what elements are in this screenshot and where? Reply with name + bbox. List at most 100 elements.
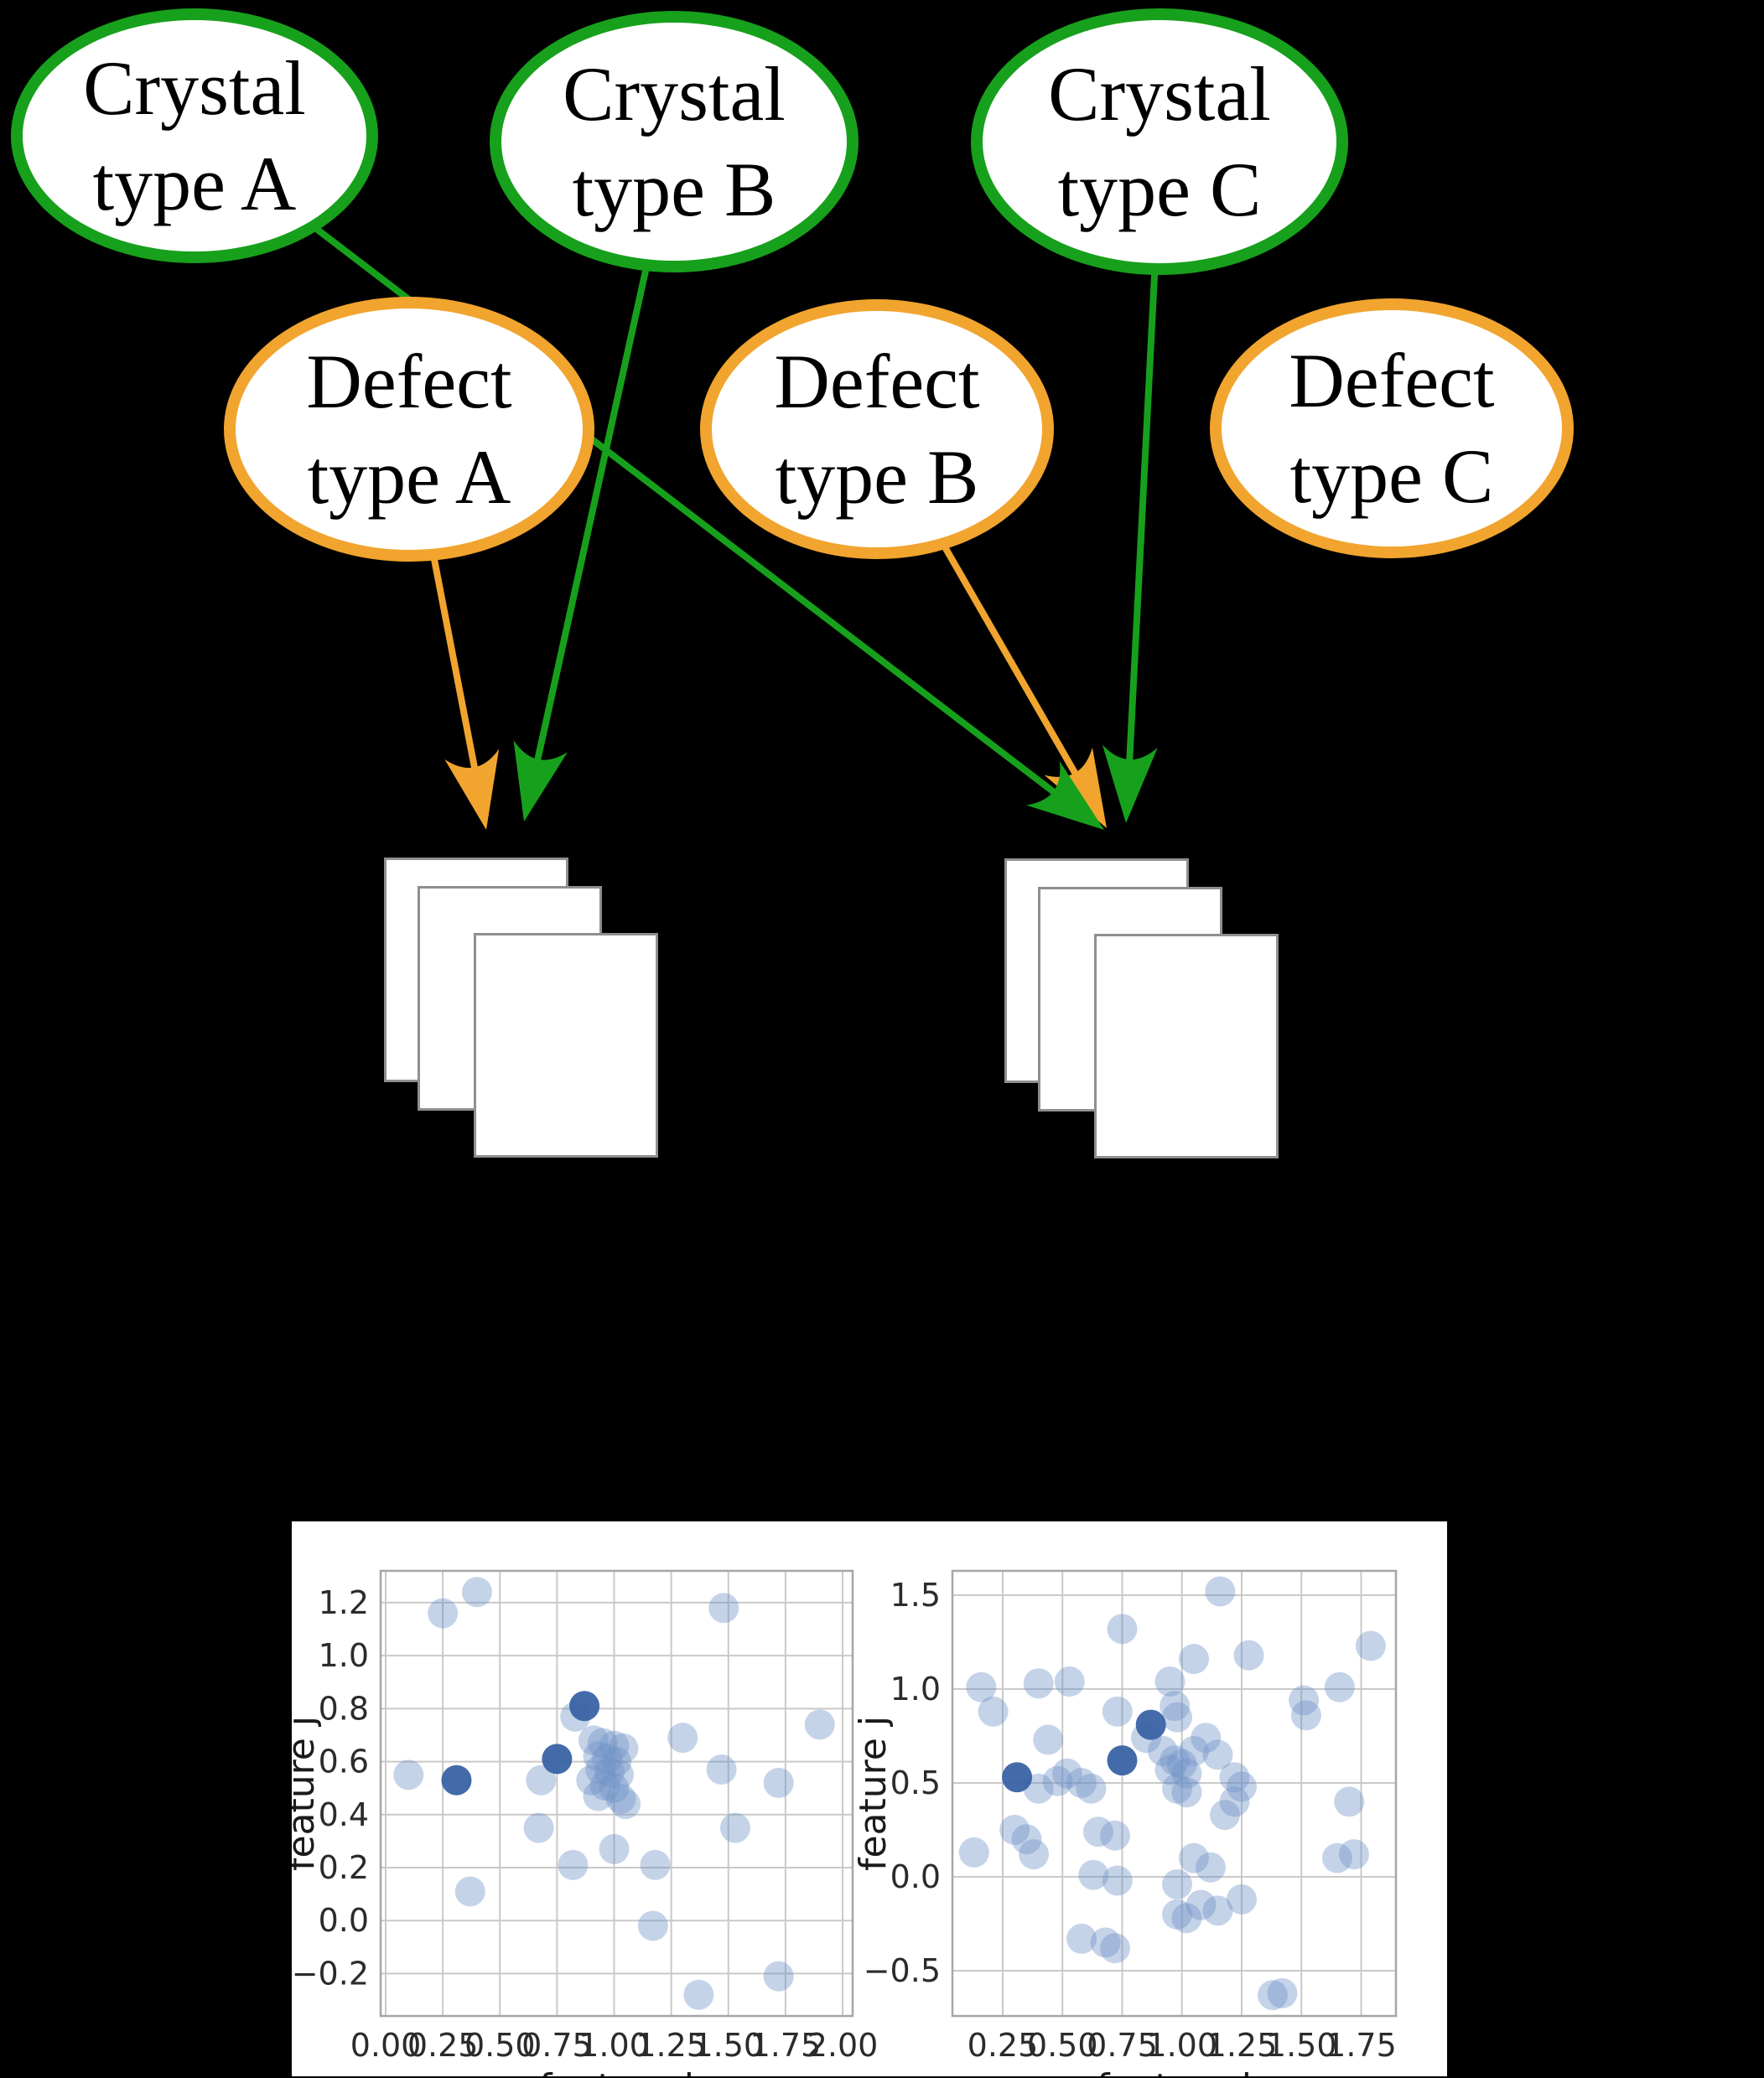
x-tick-label: 0.50 — [464, 2027, 536, 2064]
x-tick-label: 1.25 — [636, 2027, 707, 2064]
scatter-point-samples — [667, 1723, 698, 1754]
scatter-point-samples — [558, 1849, 589, 1880]
scatter-point-samples — [599, 1730, 630, 1761]
x-tick-label: 0.25 — [407, 2027, 479, 2064]
y-tick-label: 0.5 — [890, 1764, 941, 1801]
scatter-point-samples — [1147, 1735, 1178, 1766]
node-label-line: type C — [1289, 433, 1494, 519]
scatter-point-samples — [589, 1770, 620, 1801]
scatter-point-samples — [763, 1961, 794, 1992]
scatter-point-samples — [603, 1759, 634, 1790]
scatter-point-samples — [1066, 1923, 1097, 1954]
scatter-point-samples — [1334, 1786, 1365, 1817]
scatter-point-samples — [583, 1741, 614, 1772]
node-defect-type-c: Defect type C — [1210, 298, 1574, 558]
scatter-point-samples — [461, 1577, 492, 1608]
scatter-point-samples — [719, 1812, 750, 1843]
x-tick-label: 0.75 — [521, 2027, 593, 2064]
node-label-line: Defect — [306, 338, 512, 424]
scatter-point-samples — [1171, 1758, 1202, 1789]
scatter-point-samples — [1186, 1889, 1217, 1920]
scatter-point-samples — [1066, 1768, 1097, 1799]
scatter-point-samples — [1107, 1614, 1138, 1645]
scatter-plots-svg: 0.000.250.500.751.001.251.501.752.00−0.2… — [292, 1569, 1398, 2076]
scatter-point-samples — [1033, 1724, 1064, 1755]
x-tick-label: 1.00 — [1146, 2027, 1217, 2064]
scatter-point-samples — [1290, 1700, 1321, 1731]
x-tick-label: 1.00 — [578, 2027, 650, 2064]
scatter-point-samples — [1162, 1773, 1193, 1804]
scatter-point-samples — [1162, 1702, 1193, 1733]
scatter-point-highlighted-samples — [1002, 1762, 1033, 1793]
node-crystal-type-c: Crystal type C — [971, 8, 1348, 275]
scatter-point-samples — [1160, 1691, 1191, 1722]
document-page — [474, 933, 658, 1158]
node-label-line: type B — [775, 434, 979, 520]
scatter-point-samples — [1054, 1666, 1085, 1697]
scatter-point-samples — [592, 1744, 623, 1775]
scatter-point-samples — [599, 1773, 630, 1804]
node-label-line: type A — [307, 434, 511, 520]
scatter-point-samples — [683, 1979, 714, 2010]
node-label-line: Defect — [1289, 337, 1495, 423]
scatter-point-samples — [610, 1789, 641, 1820]
scatter-point-samples — [1202, 1739, 1233, 1770]
scatter-point-highlighted-samples — [1107, 1745, 1138, 1776]
scatter-point-samples — [1226, 1771, 1257, 1802]
scatter-point-samples — [1082, 1816, 1113, 1847]
scatter-point-samples — [1042, 1765, 1073, 1796]
scatter-point-samples — [1178, 1735, 1209, 1766]
scatter-point-samples — [640, 1849, 671, 1880]
scatter-point-samples — [1338, 1839, 1369, 1870]
scatter-point-samples — [966, 1671, 997, 1702]
y-tick-label: 0.0 — [319, 1902, 369, 1939]
scatter-point-samples — [393, 1759, 424, 1790]
scatter-point-samples — [804, 1709, 835, 1740]
scatter-point-samples — [583, 1780, 614, 1811]
scatter-point-samples — [1076, 1773, 1107, 1804]
scatter-point-samples — [1219, 1762, 1250, 1793]
scatter-point-samples — [999, 1814, 1030, 1845]
scatter-point-samples — [1160, 1745, 1191, 1776]
x-tick-label: 0.75 — [1087, 2027, 1158, 2064]
x-tick-label: 0.50 — [1027, 2027, 1098, 2064]
node-label-line: Crystal — [83, 44, 306, 131]
x-tick-label: 1.75 — [1326, 2027, 1397, 2064]
scatter-point-highlighted-samples — [1135, 1709, 1166, 1740]
node-label-line: Defect — [774, 338, 980, 424]
y-tick-label: 1.2 — [319, 1584, 369, 1621]
scatter-point-samples — [1258, 1980, 1289, 2011]
scatter-point-samples — [587, 1728, 618, 1759]
scatter-point-samples — [708, 1593, 739, 1624]
node-defect-type-b: Defect type B — [700, 299, 1054, 559]
scatter-point-samples — [1226, 1884, 1257, 1915]
scatter-point-samples — [599, 1833, 630, 1864]
scatter-point-samples — [605, 1783, 636, 1814]
scatter-point-samples — [1233, 1640, 1264, 1671]
scatter-point-samples — [1166, 1749, 1197, 1780]
scatter-point-samples — [1321, 1842, 1352, 1873]
arrow-crystal-a-to-dataset-right — [192, 132, 1104, 830]
scatter-point-samples — [1078, 1859, 1109, 1890]
scatter-point-samples — [1023, 1668, 1054, 1699]
scatter-point-samples — [601, 1746, 632, 1777]
node-label-line: type B — [572, 147, 776, 232]
scatter-point-samples — [1102, 1696, 1133, 1727]
y-tick-label: −0.2 — [292, 1955, 369, 1992]
scatter-point-samples — [1355, 1630, 1386, 1661]
scatter-point-samples — [1154, 1754, 1186, 1785]
scatter-point-samples — [958, 1837, 989, 1868]
plot-frame — [379, 1569, 854, 2018]
document-page — [1094, 934, 1279, 1158]
scatter-point-samples — [1178, 1644, 1209, 1675]
scatter-plot: 0.000.250.500.751.001.251.501.752.00−0.2… — [292, 1569, 878, 2076]
x-tick-label: 0.25 — [968, 2027, 1039, 2064]
scatter-point-samples — [1051, 1758, 1082, 1789]
scatter-point-samples — [1102, 1865, 1133, 1896]
plot-frame — [951, 1569, 1398, 2018]
scatter-point-samples — [1019, 1839, 1050, 1870]
node-label-line: type C — [1057, 147, 1262, 232]
y-tick-label: 1.5 — [890, 1577, 941, 1614]
dataset-stack-right — [1004, 858, 1281, 1160]
